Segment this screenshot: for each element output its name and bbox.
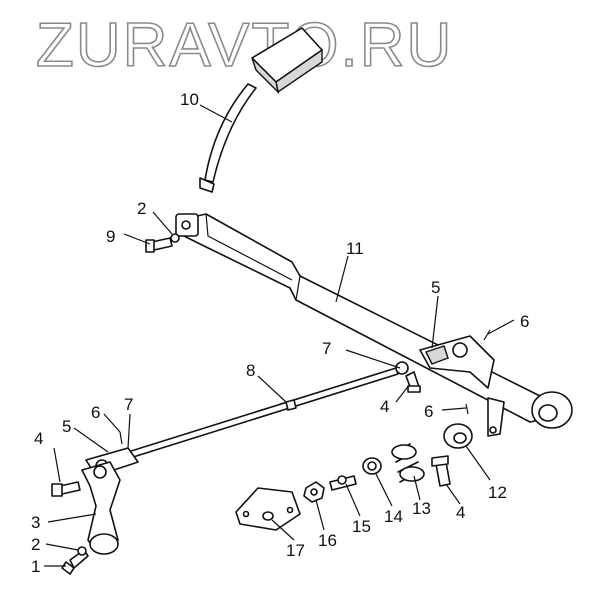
- callout-16: 16: [318, 531, 337, 550]
- callout-12: 12: [488, 483, 507, 502]
- bushing-14: [362, 457, 382, 475]
- callout-7-upper: 7: [322, 339, 331, 358]
- callout-5-lower: 5: [62, 417, 71, 436]
- callout-11: 11: [346, 239, 364, 258]
- callout-4-right: 4: [456, 503, 465, 522]
- callout-2-lower: 2: [31, 535, 40, 554]
- pedal-shaft-lever: [175, 213, 573, 437]
- callout-9: 9: [106, 227, 115, 246]
- callout-6-upper: 6: [520, 312, 529, 331]
- bolt-4-middle: [405, 371, 421, 393]
- cotter-pin-lower: [119, 431, 123, 445]
- bolt-4-left: [51, 481, 81, 497]
- intermediate-lever: [81, 461, 121, 555]
- lever-clamp-upper: [419, 335, 495, 389]
- cotter-pin-middle: [465, 403, 469, 415]
- callout-2-upper: 2: [137, 199, 146, 218]
- return-spring: [391, 443, 425, 483]
- callout-8: 8: [246, 361, 255, 380]
- callout-15: 15: [352, 517, 371, 536]
- callout-17: 17: [286, 541, 305, 560]
- stud-15: [329, 475, 357, 491]
- leader-lines: [44, 104, 515, 567]
- callout-5-upper: 5: [431, 278, 440, 297]
- nut-2-lower: [77, 546, 87, 556]
- bolt-4-right: [431, 455, 451, 487]
- callout-10: 10: [180, 90, 199, 109]
- callout-14: 14: [384, 507, 403, 526]
- callout-1: 1: [31, 557, 40, 576]
- callout-4-middle: 4: [380, 397, 389, 416]
- bracket-17: [235, 487, 301, 531]
- callout-13: 13: [412, 499, 431, 518]
- callout-6-middle: 6: [424, 402, 433, 421]
- push-rod: [127, 361, 409, 459]
- spring-cap-12: [443, 423, 473, 449]
- cotter-pin-upper: [483, 329, 491, 341]
- watermark-text: ZURAVTO.RU: [36, 11, 453, 80]
- callout-7-lower: 7: [124, 395, 133, 414]
- nut-2-upper: [170, 233, 180, 243]
- callout-6-lower: 6: [91, 403, 100, 422]
- bolt-9: [145, 237, 173, 253]
- nut-16: [303, 481, 325, 503]
- callout-4-left: 4: [34, 429, 43, 448]
- callout-3: 3: [31, 513, 40, 532]
- pedal-with-pad: [199, 27, 323, 193]
